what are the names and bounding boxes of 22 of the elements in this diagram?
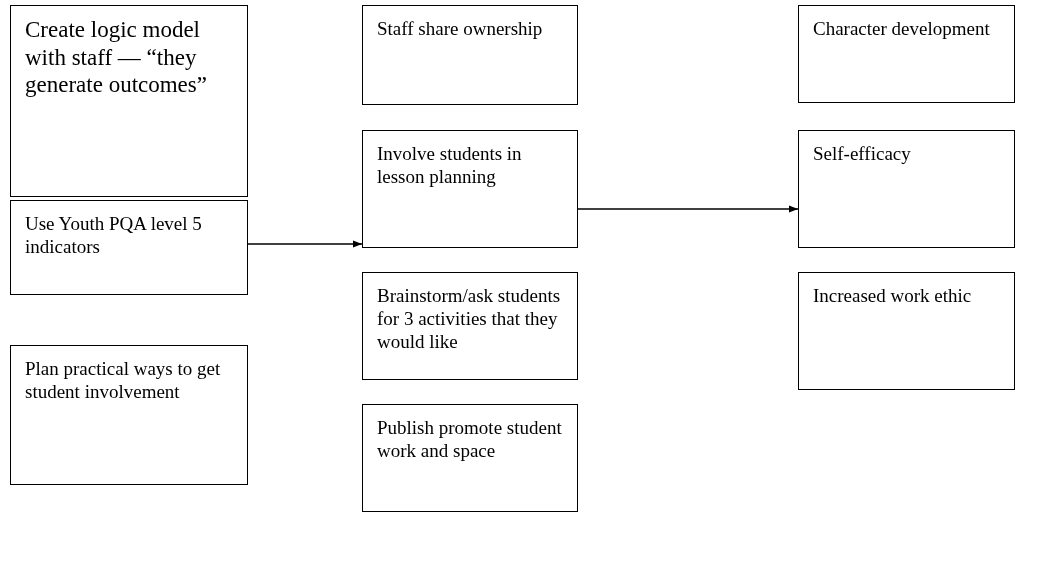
box-text: Create logic model with staff — “they generate outcomes”: [25, 16, 208, 99]
box-text: Increased work ethic: [813, 285, 973, 308]
box-text: Involve students in lesson planning: [377, 143, 523, 189]
text-box: [798, 130, 1015, 248]
text-box: [10, 200, 248, 295]
text-box: [362, 404, 578, 512]
text-box: [362, 272, 578, 380]
text-box: [10, 345, 248, 485]
box-text: Brainstorm/ask students for 3 activities that they would like: [377, 285, 562, 354]
box-text: Staff share ownership: [377, 18, 544, 41]
text-box: [798, 272, 1015, 390]
box-text: Plan practical ways to get student involvement: [25, 358, 222, 404]
text-box: [10, 5, 248, 197]
text-box: [798, 5, 1015, 103]
arrow: [247, 240, 363, 248]
box-text: Self-efficacy: [813, 143, 912, 166]
box-text: Use Youth PQA level 5 indicators: [25, 213, 203, 259]
text-box: [362, 130, 578, 248]
text-box: [362, 5, 578, 105]
arrow: [577, 205, 799, 213]
box-text: Publish promote student work and space: [377, 417, 563, 463]
box-text: Character development: [813, 18, 991, 41]
